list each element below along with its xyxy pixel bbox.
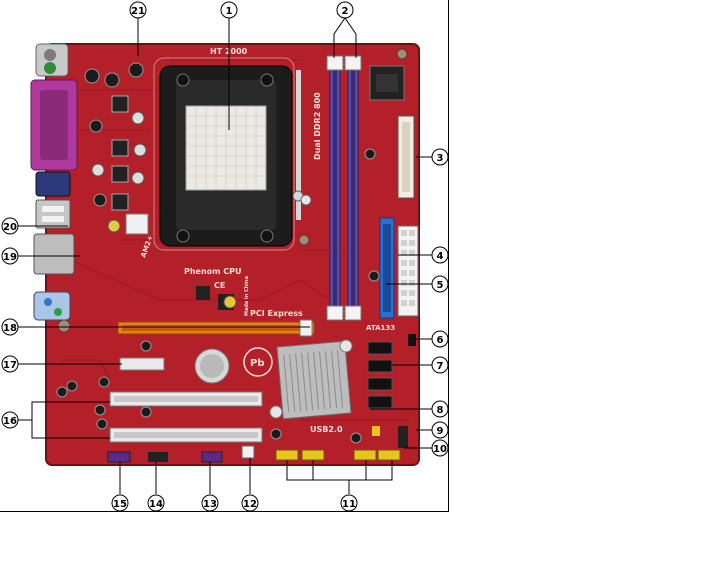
svg-text:2: 2 [342, 6, 349, 17]
svg-text:17: 17 [3, 360, 17, 371]
sata-connectors [367, 341, 393, 409]
callout-6: 6 [431, 330, 449, 348]
callout-20: 20 [1, 217, 19, 235]
callout-16: 16 [1, 411, 19, 429]
lan-usb-ports [33, 233, 75, 275]
audio-jacks [33, 291, 71, 321]
callout-11: 11 [340, 494, 358, 512]
svg-text:16: 16 [3, 416, 17, 427]
motherboard-diagram: HT 2000 AM2+ Dual DDR2 800 ATA133 Phenom… [1, 1, 449, 512]
ide-label: ATA133 [366, 324, 395, 332]
callout-4: 4 [431, 246, 449, 264]
bottom-headers [107, 426, 408, 463]
callout-3: 3 [431, 148, 449, 166]
rear-io [30, 43, 78, 321]
svg-text:21: 21 [131, 6, 145, 17]
callout-5: 5 [431, 275, 449, 293]
svg-text:19: 19 [3, 252, 17, 263]
callouts [18, 17, 432, 494]
pcb-traces [60, 59, 410, 421]
usb-label: USB2.0 [310, 425, 343, 434]
svg-text:11: 11 [342, 499, 356, 510]
svg-text:8: 8 [437, 405, 444, 416]
pcie-label: PCI Express [250, 309, 303, 318]
callout-14: 14 [147, 494, 165, 512]
callout-8: 8 [431, 400, 449, 418]
jumper-header [408, 334, 416, 346]
callout-12: 12 [241, 494, 259, 512]
svg-text:13: 13 [203, 499, 217, 510]
svg-text:9: 9 [437, 426, 444, 437]
cpu-socket: HT 2000 AM2+ [139, 47, 304, 259]
pb-logo [243, 347, 273, 377]
pci-slot-short [119, 357, 165, 371]
atx12v-connector [125, 213, 149, 235]
callout-2: 2 [336, 1, 354, 19]
callout-10: 10 [431, 439, 449, 457]
svg-text:15: 15 [113, 499, 127, 510]
svg-text:1: 1 [226, 6, 233, 17]
svg-text:20: 20 [3, 222, 17, 233]
cpu-label: Phenom CPU [184, 267, 242, 276]
origin-label: Made in China [244, 276, 250, 316]
svg-text:14: 14 [149, 499, 163, 510]
svg-text:18: 18 [3, 323, 17, 334]
vrm-area [84, 62, 149, 235]
callout-7: 7 [431, 356, 449, 374]
svg-text:3: 3 [437, 153, 444, 164]
callout-15: 15 [111, 494, 129, 512]
svg-text:6: 6 [437, 335, 444, 346]
chip-small-1 [196, 286, 210, 300]
callout-17: 17 [1, 355, 19, 373]
svg-text:10: 10 [433, 444, 447, 455]
callout-1: 1 [220, 1, 238, 19]
diagram-frame: HT 2000 AM2+ Dual DDR2 800 ATA133 Phenom… [0, 0, 449, 512]
pb-text: Pb [250, 358, 265, 369]
callout-13: 13 [201, 494, 219, 512]
callout-18: 18 [1, 318, 19, 336]
svg-text:4: 4 [437, 251, 444, 262]
callout-9: 9 [431, 421, 449, 439]
vga-port [35, 171, 71, 197]
dimm-slots: Dual DDR2 800 [313, 55, 362, 321]
usb-ports-top [35, 199, 71, 229]
callout-21: 21 [129, 1, 147, 19]
svg-text:5: 5 [437, 280, 444, 291]
callout-19: 19 [1, 247, 19, 265]
ce-mark: CE [214, 281, 225, 290]
svg-text:12: 12 [243, 499, 257, 510]
callout-badges: 1 2 3 4 5 6 7 8 9 10 11 12 13 14 15 16 1… [1, 1, 449, 512]
socket-lever [296, 70, 301, 220]
memory-label: Dual DDR2 800 [313, 92, 322, 160]
svg-text:7: 7 [437, 361, 444, 372]
